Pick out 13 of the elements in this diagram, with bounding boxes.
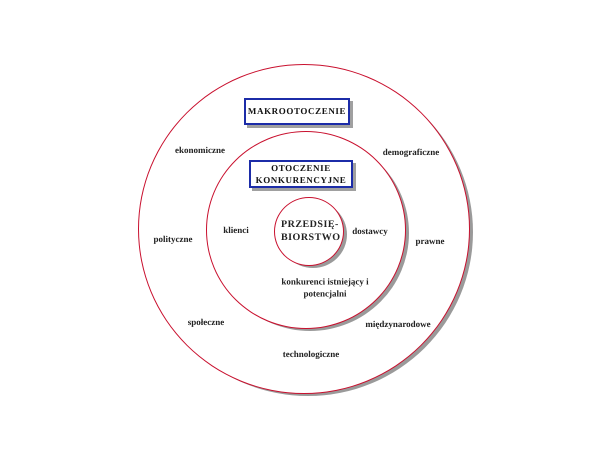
factor-label: technologiczne bbox=[282, 349, 340, 359]
title-box: MAKROOTOCZENIE bbox=[244, 98, 350, 125]
factor-label: społeczne bbox=[188, 317, 224, 327]
factor-label: polityczne bbox=[154, 234, 192, 244]
factor-label: prawne bbox=[416, 236, 444, 246]
node-text: PRZEDSIĘ- BIORSTWO bbox=[281, 219, 337, 244]
factor-label: konkurenci istniejący i potencjalni bbox=[280, 276, 370, 300]
factor-label: klienci bbox=[223, 225, 249, 235]
factor-label: demograficzne bbox=[382, 147, 440, 157]
title-box: OTOCZENIE KONKURENCYJNE bbox=[249, 160, 353, 188]
factor-label: dostawcy bbox=[352, 226, 388, 236]
factor-label: ekonomiczne bbox=[175, 145, 225, 155]
factor-label: międzynarodowe bbox=[365, 319, 431, 329]
